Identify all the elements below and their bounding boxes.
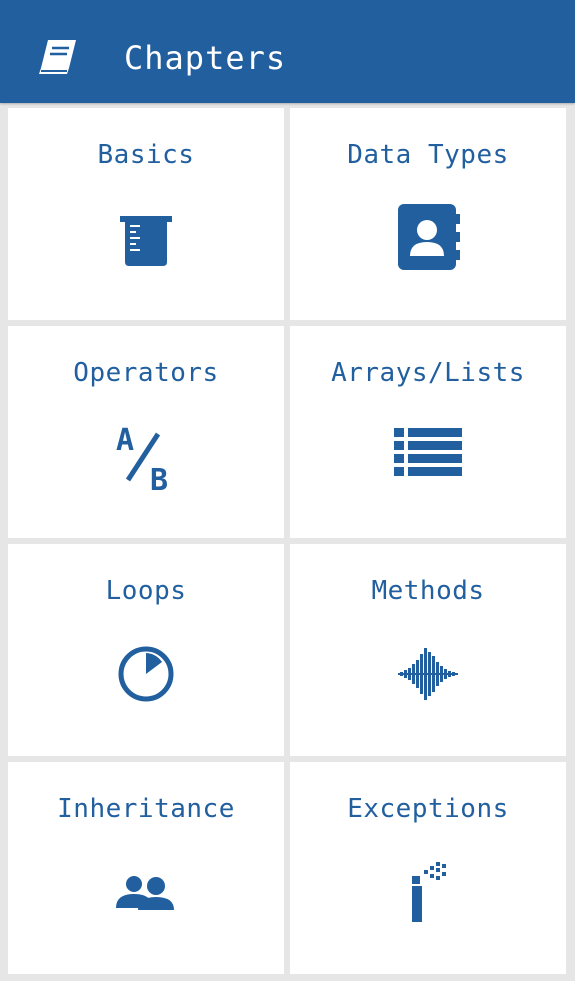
svg-text:B: B (150, 463, 168, 492)
a-slash-b-icon: A B (110, 420, 182, 492)
chapter-card-exceptions[interactable]: Exceptions (290, 762, 566, 974)
chapter-label: Exceptions (347, 794, 509, 824)
chapter-label: Arrays/Lists (331, 358, 525, 388)
waveform-icon (392, 638, 464, 710)
spray-icon (392, 856, 464, 928)
list-icon (392, 420, 464, 492)
svg-text:A: A (116, 423, 134, 458)
chapter-label: Methods (371, 576, 485, 606)
chapter-card-operators[interactable]: Operators A B (8, 326, 284, 538)
page-title: Chapters (124, 39, 287, 77)
people-icon (110, 856, 182, 928)
chapter-label: Inheritance (57, 794, 235, 824)
chapter-card-arrays-lists[interactable]: Arrays/Lists (290, 326, 566, 538)
chapter-label: Data Types (347, 140, 509, 170)
app-bar: Chapters (0, 0, 575, 103)
beaker-icon (110, 202, 182, 274)
timer-icon (110, 638, 182, 710)
chapter-label: Basics (97, 140, 195, 170)
chapter-card-methods[interactable]: Methods (290, 544, 566, 756)
contact-book-icon (392, 202, 464, 274)
chapter-card-basics[interactable]: Basics (8, 108, 284, 320)
chapter-label: Loops (105, 576, 187, 606)
book-icon (36, 38, 80, 78)
chapter-card-loops[interactable]: Loops (8, 544, 284, 756)
chapter-label: Operators (73, 358, 219, 388)
chapter-card-inheritance[interactable]: Inheritance (8, 762, 284, 974)
chapter-card-data-types[interactable]: Data Types (290, 108, 566, 320)
